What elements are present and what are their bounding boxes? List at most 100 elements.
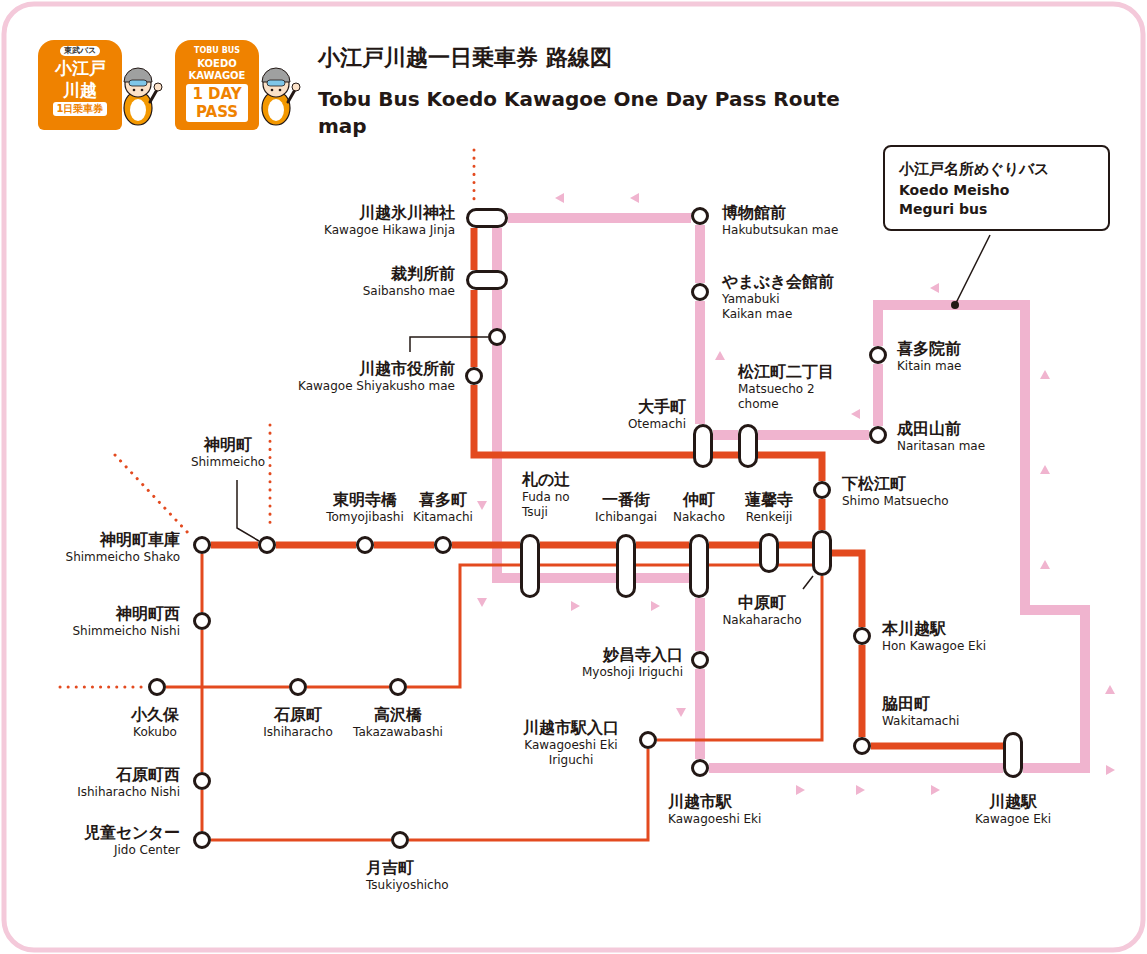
route-continuation-dots — [60, 686, 142, 689]
meguri-bus-route — [540, 573, 616, 583]
stop-label: 裁判所前Saibansho mae — [363, 264, 455, 299]
stop-name-en: Kitain mae — [897, 359, 961, 374]
stop-name-en: Nakacho — [673, 510, 725, 525]
bus-route — [211, 839, 391, 842]
bus-route — [713, 452, 738, 459]
stop-label: 下松江町Shimo Matsuecho — [842, 474, 949, 509]
bus-route — [709, 542, 759, 549]
leader-line — [237, 480, 259, 541]
stop-name-en: Ishiharacho — [263, 725, 333, 740]
bus-route — [636, 564, 689, 567]
bus-stop: 神明町西Shimmeicho Nishi — [193, 612, 211, 630]
meguri-bus-route — [695, 225, 705, 283]
meguri-bus-route — [508, 213, 691, 223]
bus-route — [859, 645, 866, 737]
bus-route — [819, 499, 826, 530]
bus-stop: 小久保Kokubo — [148, 678, 166, 696]
stop-name-en: Hon Kawagoe Eki — [882, 639, 986, 654]
stop-name-en: Kitamachi — [413, 510, 473, 525]
stop-name-en: Shimmeicho Nishi — [72, 624, 180, 639]
stop-label: 喜多町Kitamachi — [413, 490, 473, 525]
bus-stop: 下松江町Shimo Matsuecho — [813, 481, 831, 499]
stop-name-ja: 東明寺橋 — [326, 490, 404, 510]
bus-stop: 石原町西Ishiharacho Nishi — [193, 772, 211, 790]
direction-arrow — [931, 785, 940, 795]
bus-stop: 川越市駅入口Kawagoeshi Eki Iriguchi — [639, 731, 657, 749]
route-continuation-dots — [115, 455, 190, 535]
stop-name-ja: 仲町 — [673, 490, 725, 510]
bus-route — [409, 749, 648, 840]
bus-route — [201, 630, 204, 772]
direction-arrow — [930, 283, 939, 293]
bus-stop: 東明寺橋Tomyojibashi — [356, 536, 374, 554]
stop-name-ja: 喜多町 — [413, 490, 473, 510]
route-continuation-dots — [269, 425, 272, 530]
bus-stop: 成田山前Naritasan mae — [869, 426, 887, 444]
stop-name-ja: 川越市駅 — [668, 792, 761, 812]
logo-text: 1日乗車券 — [53, 102, 108, 116]
stop-name-en: Ichibangai — [595, 510, 657, 525]
stop-name-en: Matsuecho 2 chome — [738, 382, 830, 412]
stop-label: 川越市役所前Kawagoe Shiyakusho mae — [298, 359, 455, 394]
stop-name-en: Fuda no Tsuji — [522, 490, 584, 520]
logo-text: 1 DAY PASS — [186, 84, 248, 122]
meguri-bus-route — [713, 430, 738, 440]
stop-name-ja: 川越駅 — [975, 792, 1051, 812]
mascot — [262, 68, 300, 125]
stop-label: 川越市駅Kawagoeshi Eki — [668, 792, 761, 827]
direction-arrow — [555, 193, 564, 203]
stop-label: 神明町車庫Shimmeicho Shako — [66, 530, 180, 565]
stop-label: 一番街Ichibangai — [595, 490, 657, 525]
stop-label: 川越駅Kawagoe Eki — [975, 792, 1051, 827]
bus-stop: 喜多町Kitamachi — [434, 536, 452, 554]
stop-name-ja: 松江町二丁目 — [738, 362, 830, 382]
stop-name-en: Kokubo — [131, 725, 179, 740]
bus-route — [166, 686, 289, 689]
direction-arrow — [715, 351, 725, 360]
bus-stop: 神明町Shimmeicho — [258, 536, 276, 554]
stop-label: 石原町Ishiharacho — [263, 705, 333, 740]
stop-label: 大手町Otemachi — [628, 397, 686, 432]
bus-route — [474, 385, 693, 455]
meguri-bus-route — [878, 305, 1085, 768]
stop-name-en: Ishiharacho Nishi — [77, 785, 180, 800]
transfer-stop: 中原町Nakaharacho — [812, 530, 832, 576]
bus-stop: 喜多院前Kitain mae — [869, 346, 887, 364]
stop-name-en: Jido Center — [84, 843, 180, 858]
stop-name-ja: 大手町 — [628, 397, 686, 417]
bus-route — [276, 542, 356, 549]
bus-stop: やまぶき会館前Yamabuki Kaikan mae — [691, 283, 709, 301]
callout-box: 小江戸名所めぐりバスKoedo Meisho Meguri bus — [883, 145, 1110, 231]
stop-name-en: Wakitamachi — [882, 714, 959, 729]
bus-stop: 博物館前Hakubutsukan mae — [691, 207, 709, 225]
meguri-bus-route — [758, 430, 869, 440]
stop-name-ja: 札の辻 — [522, 470, 584, 490]
stop-name-ja: 蓮馨寺 — [745, 490, 793, 510]
stop-name-ja: 高沢橋 — [353, 705, 443, 725]
bus-stop: 月吉町Tsukiyoshicho — [391, 831, 409, 849]
stop-label: 東明寺橋Tomyojibashi — [326, 490, 404, 525]
stop-label: 松江町二丁目Matsuecho 2 chome — [738, 362, 830, 412]
bus-stop-marker — [490, 330, 505, 345]
leader-dot — [951, 301, 959, 309]
stop-label: 札の辻Fuda no Tsuji — [522, 470, 584, 520]
bus-route — [201, 790, 204, 831]
stop-name-en: Kawagoe Shiyakusho mae — [298, 379, 455, 394]
meguri-bus-route — [695, 669, 705, 759]
stop-name-ja: 川越市駅入口 — [510, 718, 632, 738]
stop-name-en: Renkeiji — [745, 510, 793, 525]
stop-label: 蓮馨寺Renkeiji — [745, 490, 793, 525]
transfer-stop: 仲町Nakacho — [689, 534, 709, 598]
leader-line — [410, 337, 488, 352]
stop-label: 月吉町Tsukiyoshicho — [366, 858, 449, 893]
stop-label: 川越氷川神社Kawagoe Hikawa Jinja — [324, 203, 455, 238]
stop-name-ja: 裁判所前 — [363, 264, 455, 284]
stop-name-ja: 川越氷川神社 — [324, 203, 455, 223]
direction-arrow — [630, 193, 639, 203]
stop-name-en: Tsukiyoshicho — [366, 878, 449, 893]
stop-label: 小久保Kokubo — [131, 705, 179, 740]
meguri-bus-route — [695, 598, 705, 651]
bus-route — [452, 542, 520, 549]
mascot — [124, 68, 162, 125]
